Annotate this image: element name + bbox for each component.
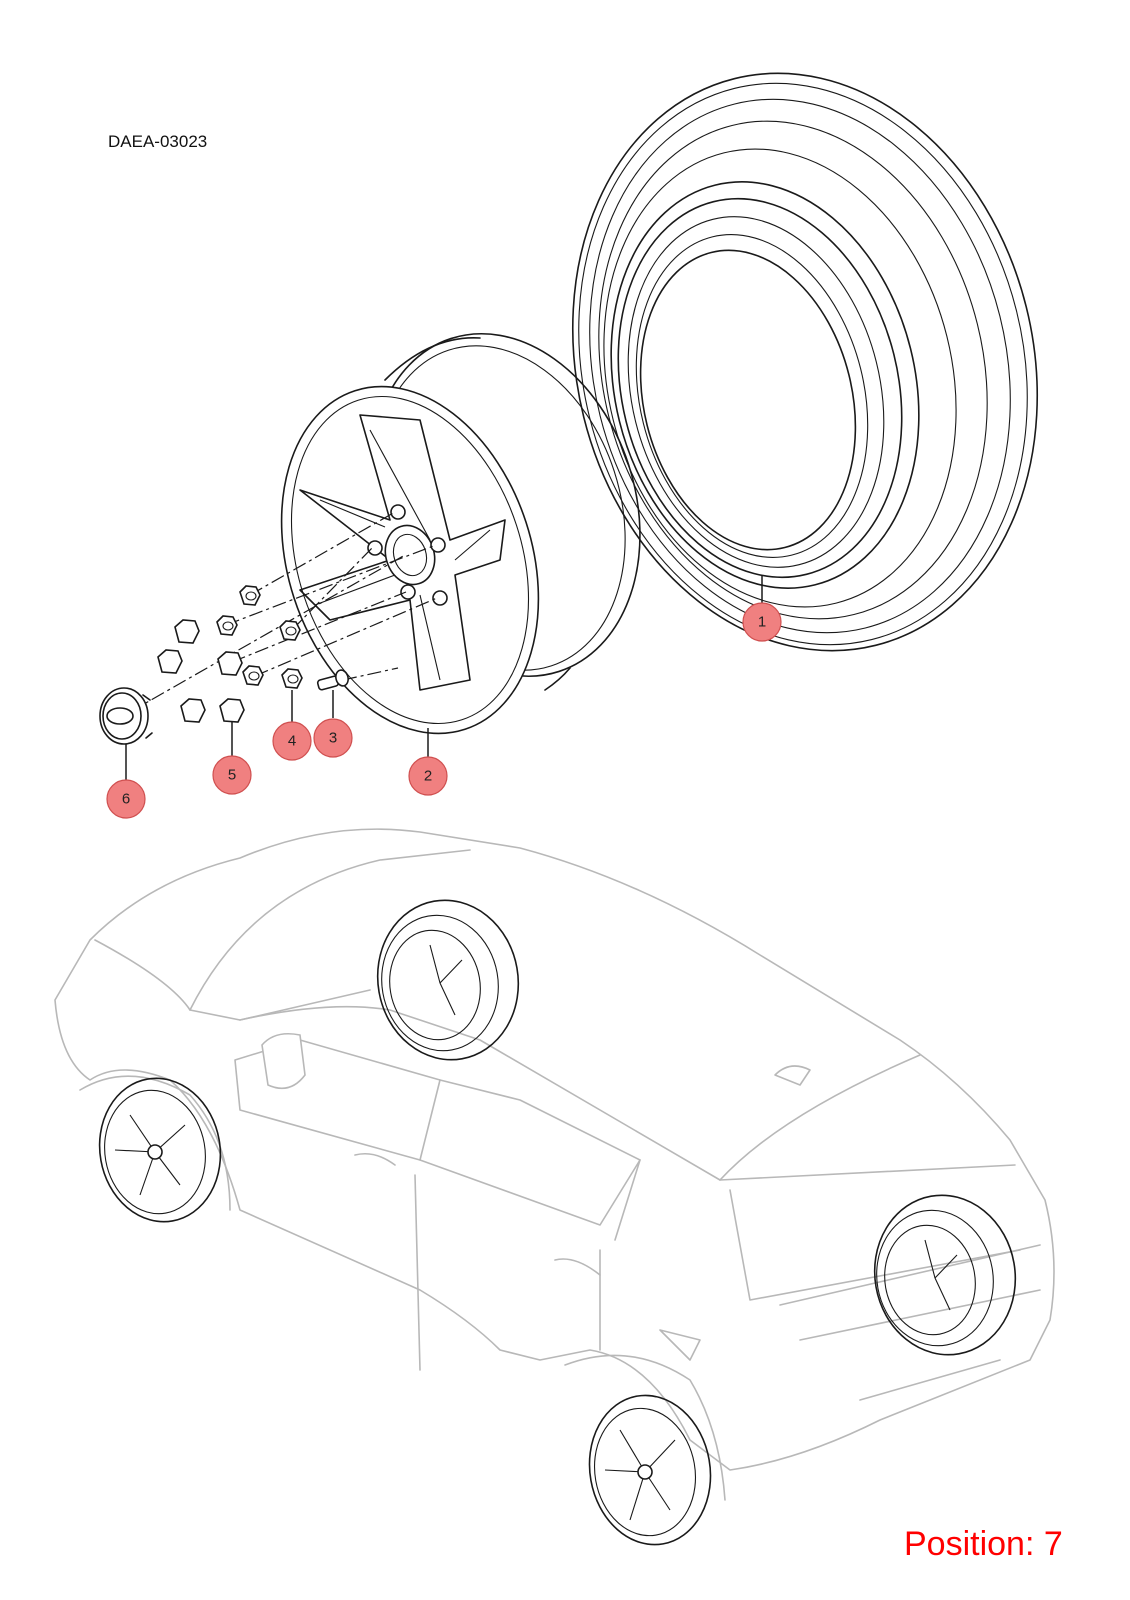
vehicle-wheel-rear <box>588 1394 712 1546</box>
alignment-lines <box>129 511 438 713</box>
callout-3[interactable]: 3 <box>313 690 353 758</box>
callout-number: 4 <box>288 733 296 750</box>
callout-number: 5 <box>228 767 236 784</box>
vehicle-wheel-front <box>98 1077 222 1223</box>
callout-1[interactable]: 1 <box>742 575 782 642</box>
callout-number: 2 <box>424 768 432 785</box>
diagram-code: DAEA-03023 <box>108 132 208 151</box>
callout-2[interactable]: 2 <box>408 728 448 796</box>
callout-6[interactable]: 6 <box>106 744 146 819</box>
callout-number: 1 <box>758 614 766 631</box>
wheel-bolts <box>157 619 245 723</box>
center-cap-illustration <box>99 687 153 745</box>
callout-4[interactable]: 4 <box>272 690 312 761</box>
valve-stem-illustration <box>316 669 349 691</box>
vehicle-spare-wheel-top <box>376 899 520 1061</box>
callout-5[interactable]: 5 <box>212 722 252 795</box>
callout-number: 3 <box>329 730 337 747</box>
wheel-nuts <box>216 585 303 689</box>
vehicle-outline <box>54 828 1055 1501</box>
vehicle-spare-wheel-rear <box>873 1194 1017 1356</box>
position-label: Position: 7 <box>904 1525 1063 1563</box>
wheel-rim-illustration <box>280 332 641 735</box>
callout-number: 6 <box>122 791 130 808</box>
tire-illustration <box>571 72 1039 652</box>
